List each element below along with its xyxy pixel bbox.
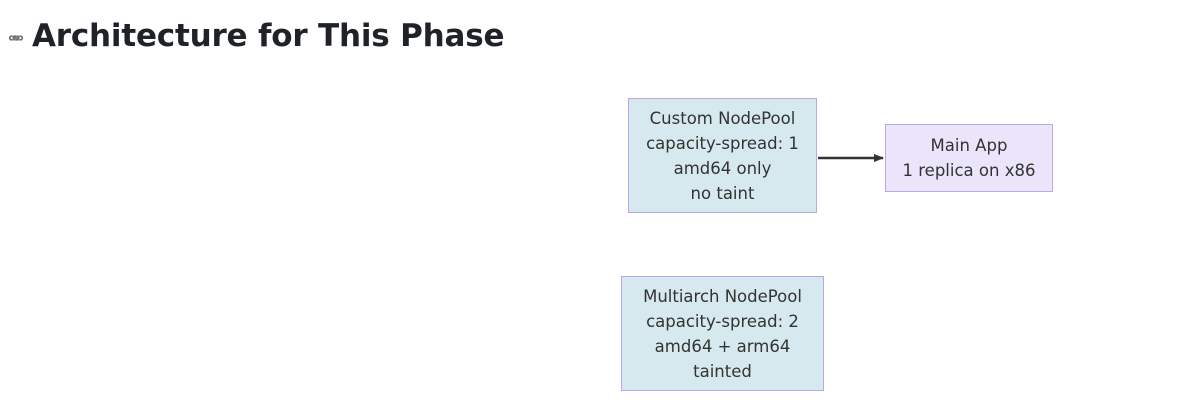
diagram-node-custom-nodepool-label: Custom NodePool capacity-spread: 1 amd64… — [646, 108, 799, 203]
diagram-node-main-app[interactable]: Main App 1 replica on x86 — [885, 124, 1053, 192]
link-icon[interactable] — [6, 28, 26, 48]
page-title-text: Architecture for This Phase — [32, 18, 505, 54]
page-title: Architecture for This Phase — [0, 14, 505, 58]
diagram-node-custom-nodepool[interactable]: Custom NodePool capacity-spread: 1 amd64… — [628, 98, 817, 213]
diagram-node-main-app-label: Main App 1 replica on x86 — [902, 136, 1036, 180]
diagram-node-multiarch-nodepool[interactable]: Multiarch NodePool capacity-spread: 2 am… — [621, 276, 824, 391]
diagram-node-multiarch-nodepool-label: Multiarch NodePool capacity-spread: 2 am… — [643, 286, 802, 381]
